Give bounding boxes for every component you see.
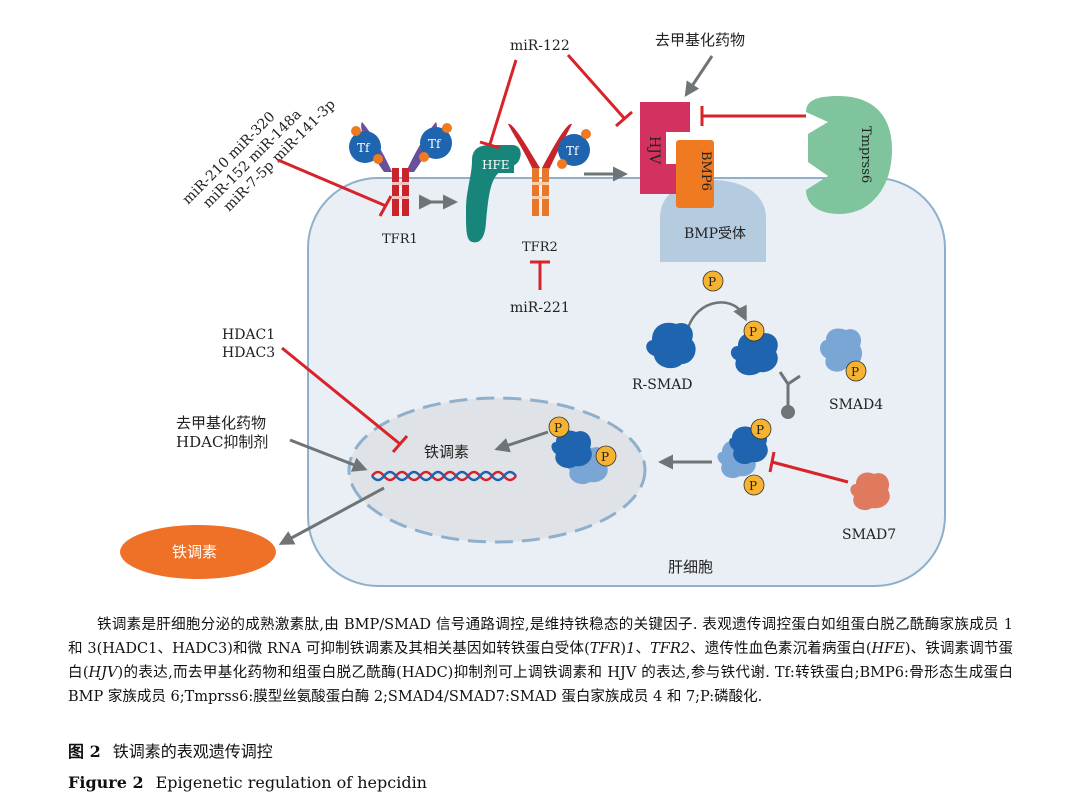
tf-ball-1 bbox=[349, 131, 381, 163]
demethylating-drug-label: 去甲基化药物 bbox=[176, 414, 266, 432]
mir-122-label: miR-122 bbox=[510, 38, 570, 54]
smad4-label: SMAD4 bbox=[829, 397, 883, 413]
smad7-inhibit-line bbox=[771, 460, 849, 484]
r-smad-label: R-SMAD bbox=[632, 377, 693, 393]
caption-segment: )、铁调素调节蛋白( bbox=[68, 641, 1013, 681]
p-badge-complex-2 bbox=[743, 474, 765, 496]
r-smad-blob bbox=[646, 322, 696, 369]
mir-122-to-hjv-bar bbox=[615, 110, 633, 128]
tf-ball-3-dot-a bbox=[581, 129, 591, 139]
p-badge-nucleus-1 bbox=[548, 416, 570, 438]
adaptor-head bbox=[781, 405, 795, 419]
tf-label-1: Tf bbox=[357, 141, 371, 155]
tf-ball-1-dot-a bbox=[351, 126, 361, 136]
p-label-smad4: P bbox=[851, 365, 859, 379]
smad7-label: SMAD7 bbox=[842, 527, 896, 543]
p-label-rsmad: P bbox=[749, 325, 757, 339]
gene-to-secretion-arrow bbox=[278, 486, 385, 545]
hepatocyte-label: 肝细胞 bbox=[668, 558, 713, 576]
figure-title-en-text: Epigenetic regulation of hepcidin bbox=[155, 773, 427, 792]
p-badge-smad4 bbox=[845, 360, 867, 382]
caption-segment: ) bbox=[620, 641, 627, 657]
hfe-label-box bbox=[478, 155, 514, 173]
hdac1-label: HDAC1 bbox=[222, 327, 275, 343]
smad7-blob bbox=[850, 472, 890, 511]
tf-ball-3 bbox=[558, 134, 590, 166]
demethylating-drug-top-label: 去甲基化药物 bbox=[655, 31, 745, 49]
mirna-group-inhibit-bar bbox=[378, 195, 393, 217]
tfr2-label: TFR2 bbox=[522, 240, 558, 255]
dna-strand-blue bbox=[371, 470, 517, 482]
p-label-nucleus-1: P bbox=[554, 421, 562, 435]
drug-to-gene-arrow bbox=[289, 438, 368, 472]
figure-title-cn: 图 2 铁调素的表观遗传调控 bbox=[68, 740, 1013, 764]
mir-122-to-hjv-line bbox=[566, 54, 626, 119]
p-label-nucleus-2: P bbox=[601, 450, 609, 464]
caption-segment: 、 bbox=[635, 641, 651, 657]
hdac-inhibit-line bbox=[281, 346, 401, 446]
caption-segment: TFR bbox=[589, 641, 621, 657]
hfe-label: HFE bbox=[482, 158, 510, 172]
p-label-complex-1: P bbox=[756, 423, 764, 437]
tfr2-receptor bbox=[508, 123, 572, 216]
demethylating-drug-top-arrow bbox=[684, 55, 714, 97]
tf-ball-1-dot-b bbox=[373, 154, 383, 164]
smad7-inhibit-bar bbox=[768, 451, 776, 473]
figure-label-cn: 图 2 bbox=[68, 742, 101, 761]
mir-122-to-hfe-bar bbox=[479, 140, 501, 150]
p-badge-nucleus-2 bbox=[595, 445, 617, 467]
p-badge-complex-1 bbox=[750, 418, 772, 440]
hdac3-label: HDAC3 bbox=[222, 345, 275, 361]
mirna-group-inhibit-line bbox=[277, 158, 387, 208]
figure-caption-body: 铁调素是肝细胞分泌的成熟激素肽,由 BMP/SMAD 信号通路调控,是维持铁稳态… bbox=[68, 613, 1013, 709]
caption-segment: 1 bbox=[626, 641, 636, 657]
r-smad-phospho-blob bbox=[730, 332, 778, 376]
tf-ball-2 bbox=[420, 127, 452, 159]
figure-title-cn-text: 铁调素的表观遗传调控 bbox=[112, 742, 273, 761]
adaptor-arm-right bbox=[787, 374, 801, 386]
hdac-inhibitor-label: HDAC抑制剂 bbox=[176, 433, 268, 451]
mirna-group-1: miR-210 miR-320 miR-152 miR-148a miR-7-5… bbox=[180, 97, 339, 215]
mir-122-to-hfe-line bbox=[488, 59, 518, 145]
tmprss6-protein bbox=[806, 96, 892, 214]
tmprss6-label: Tmprss6 bbox=[858, 126, 873, 183]
smad4-blob bbox=[820, 328, 863, 372]
tf-ball-2-dot-a bbox=[442, 123, 452, 133]
tf-ball-3-dot-b bbox=[557, 159, 567, 169]
bmp-receptor-label: BMP受体 bbox=[684, 226, 746, 242]
bmp6-protein bbox=[676, 140, 714, 208]
hepcidin-gene-label: 铁调素 bbox=[424, 443, 469, 461]
tf-ball-2-dot-b bbox=[419, 152, 429, 162]
hepcidin-regulation-diagram: 肝细胞 miR-210 miR-320 miR-152 miR-148a miR… bbox=[120, 31, 946, 587]
tf-label-2: Tf bbox=[428, 137, 442, 151]
tfr1-label: TFR1 bbox=[382, 232, 418, 247]
caption-segment: 铁调素是肝细胞分泌的成熟激素肽,由 BMP/SMAD 信号通路调控,是维持铁稳态… bbox=[68, 617, 1013, 657]
caption-segment: 、遗传性血色素沉着病蛋白( bbox=[690, 641, 872, 657]
mir-221-label: miR-221 bbox=[510, 300, 570, 316]
hdac-inhibit-bar bbox=[391, 435, 409, 453]
caption-segment: HJV bbox=[88, 665, 118, 681]
hjv-label: HJV bbox=[646, 136, 662, 165]
caption-segment: HFE bbox=[871, 641, 905, 657]
figure-title-en: Figure 2 Epigenetic regulation of hepcidi… bbox=[68, 771, 1013, 795]
p-label-complex-2: P bbox=[749, 479, 757, 493]
figure-label-en: Figure 2 bbox=[68, 773, 144, 792]
hepcidin-secreted bbox=[120, 525, 276, 579]
p-badge-receptor bbox=[702, 270, 724, 292]
bmp6-label: BMP6 bbox=[698, 151, 713, 191]
complex-to-gene-arrow bbox=[494, 430, 549, 453]
tf-label-3: Tf bbox=[566, 144, 580, 158]
adaptor-arm-left bbox=[778, 371, 790, 385]
caption-segment: )的表达,而去甲基化药物和组蛋白脱乙酰酶(HADC)抑制剂可上调铁调素和 HJV… bbox=[68, 665, 1013, 705]
hepcidin-secreted-label: 铁调素 bbox=[172, 543, 217, 561]
p-label-receptor: P bbox=[708, 275, 716, 289]
p-badge-rsmad bbox=[743, 320, 765, 342]
smad-complex-nucleus-rsmad bbox=[551, 430, 592, 469]
caption-segment: TFR2 bbox=[650, 641, 690, 657]
